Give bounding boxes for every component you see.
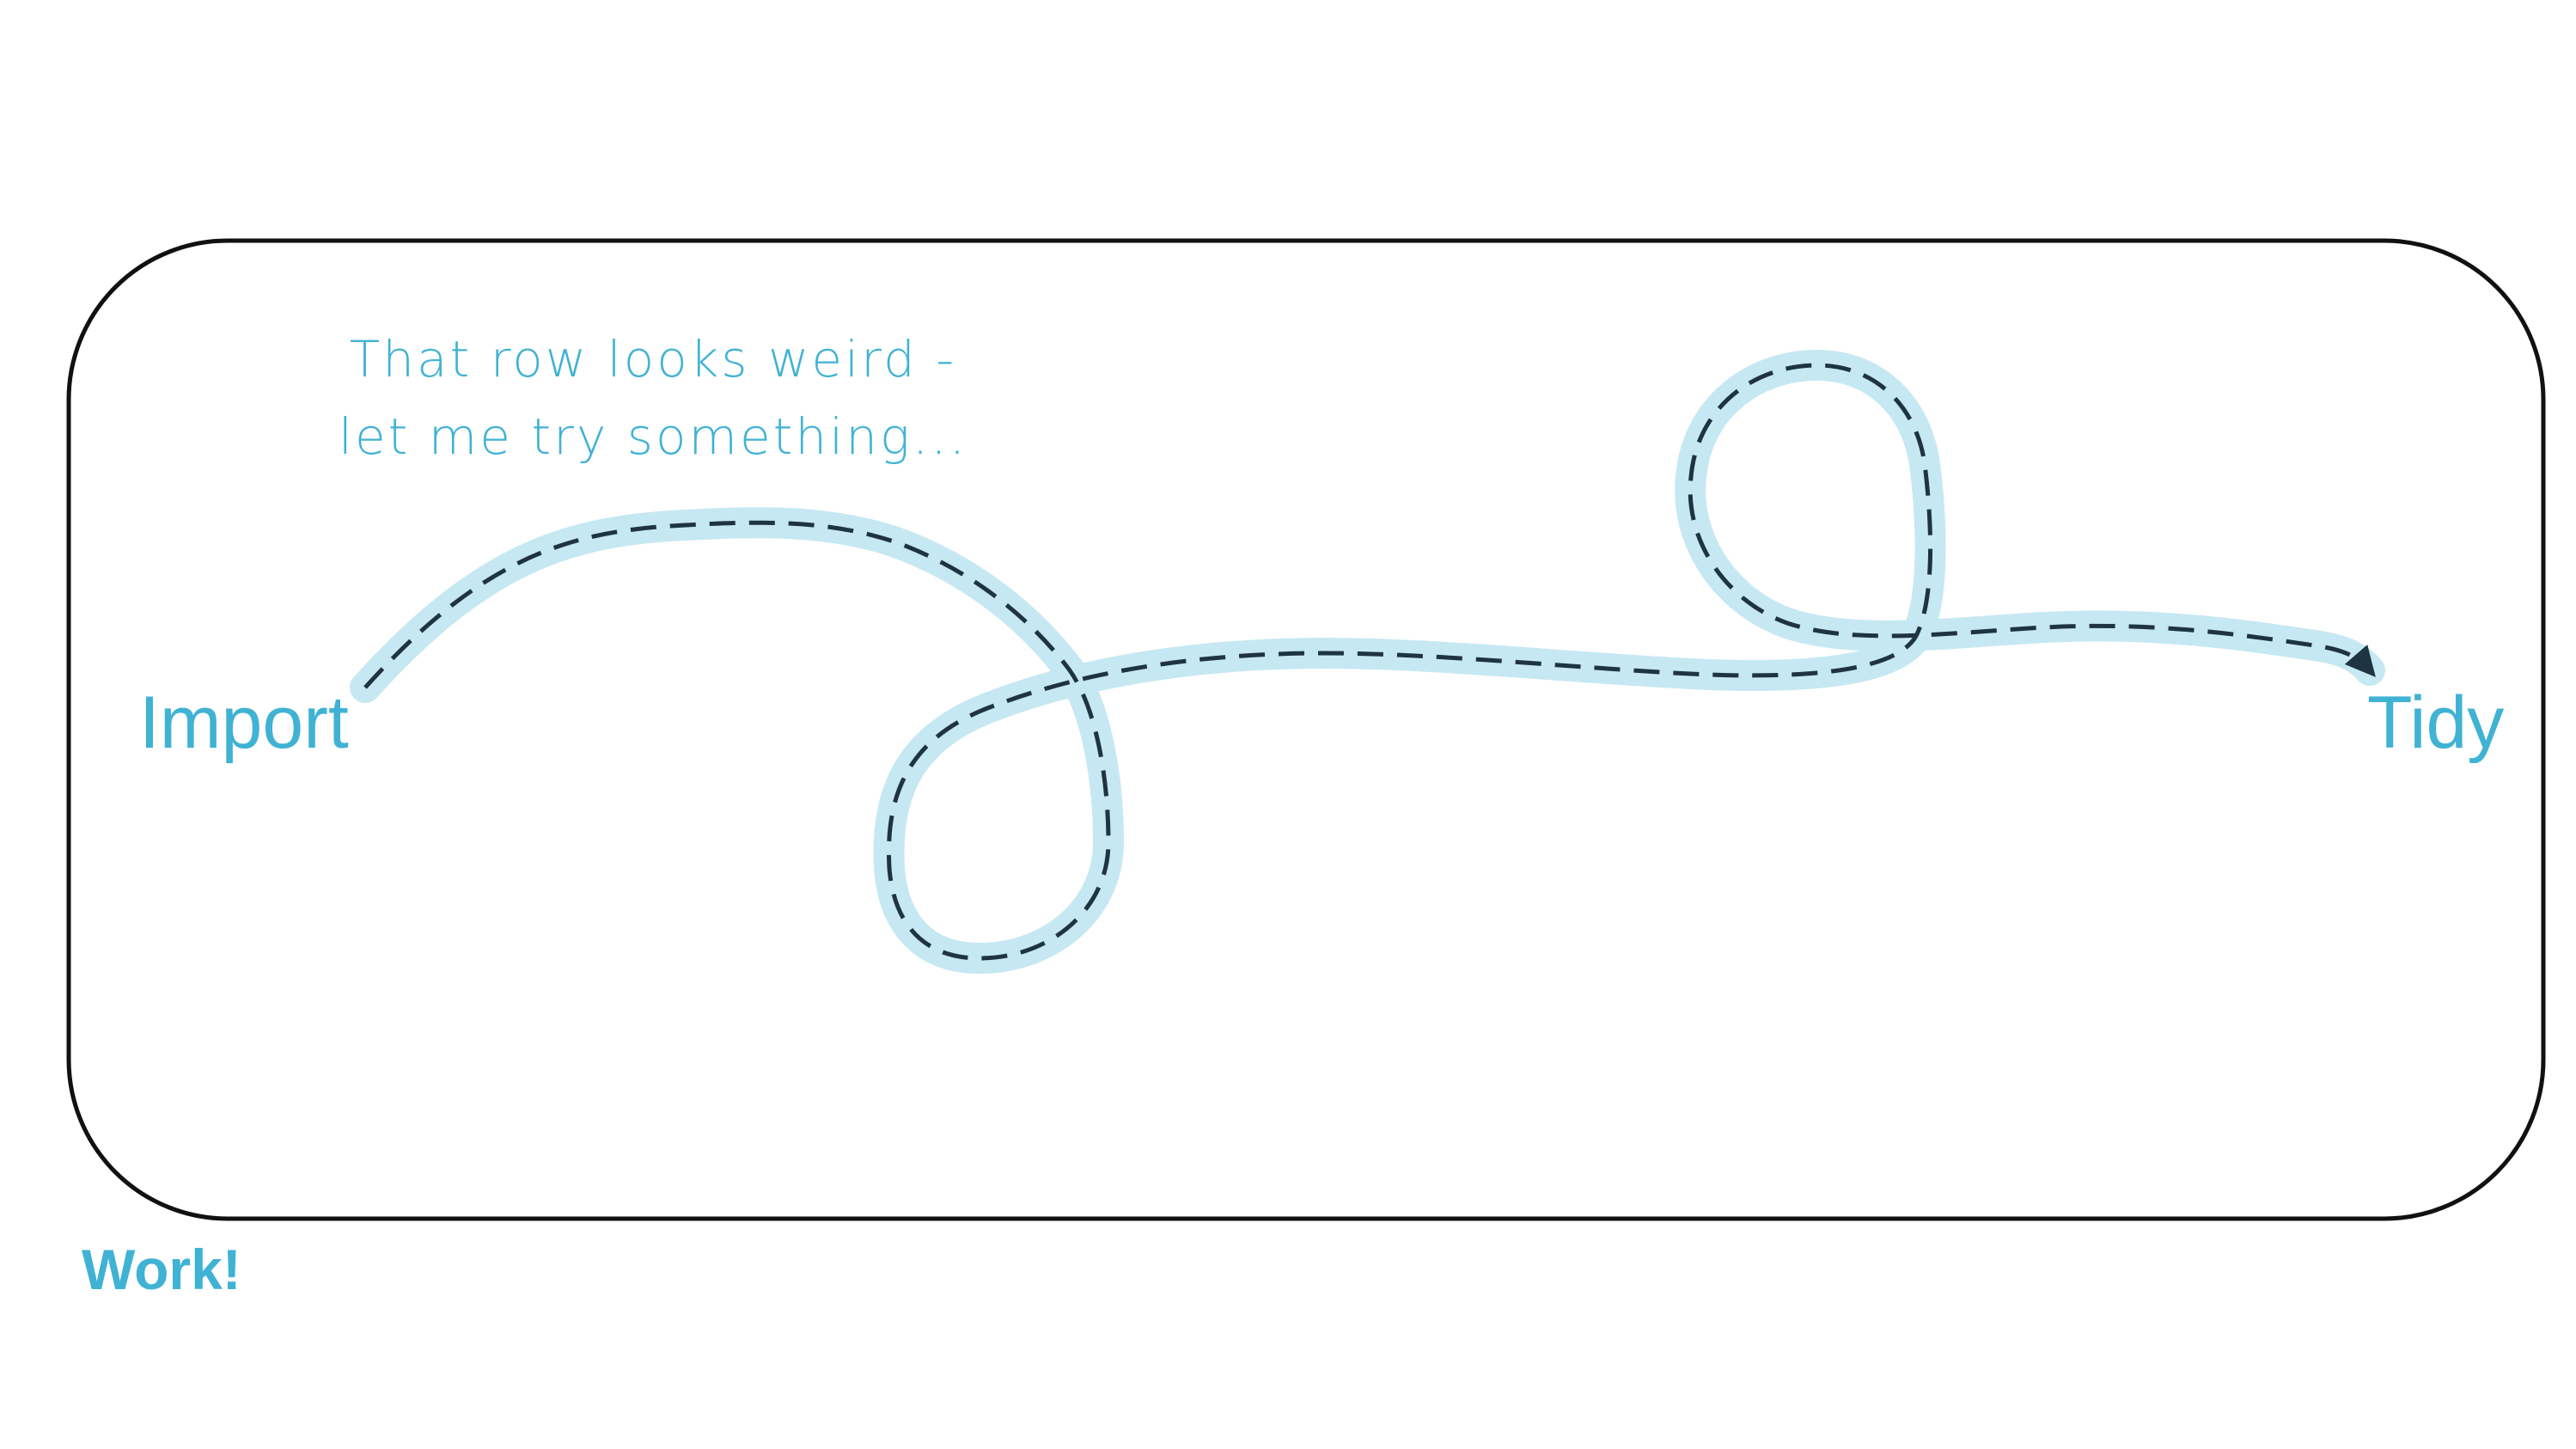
note-line-2: let me try something... <box>339 407 968 466</box>
work-frame <box>66 238 2546 1221</box>
end-label: Tidy <box>2367 682 2504 764</box>
start-label: Import <box>139 682 349 764</box>
note-line-1: That row looks weird - <box>350 330 956 388</box>
workflow-path-dashed <box>363 363 2376 961</box>
section-label: Work! <box>82 1238 241 1301</box>
